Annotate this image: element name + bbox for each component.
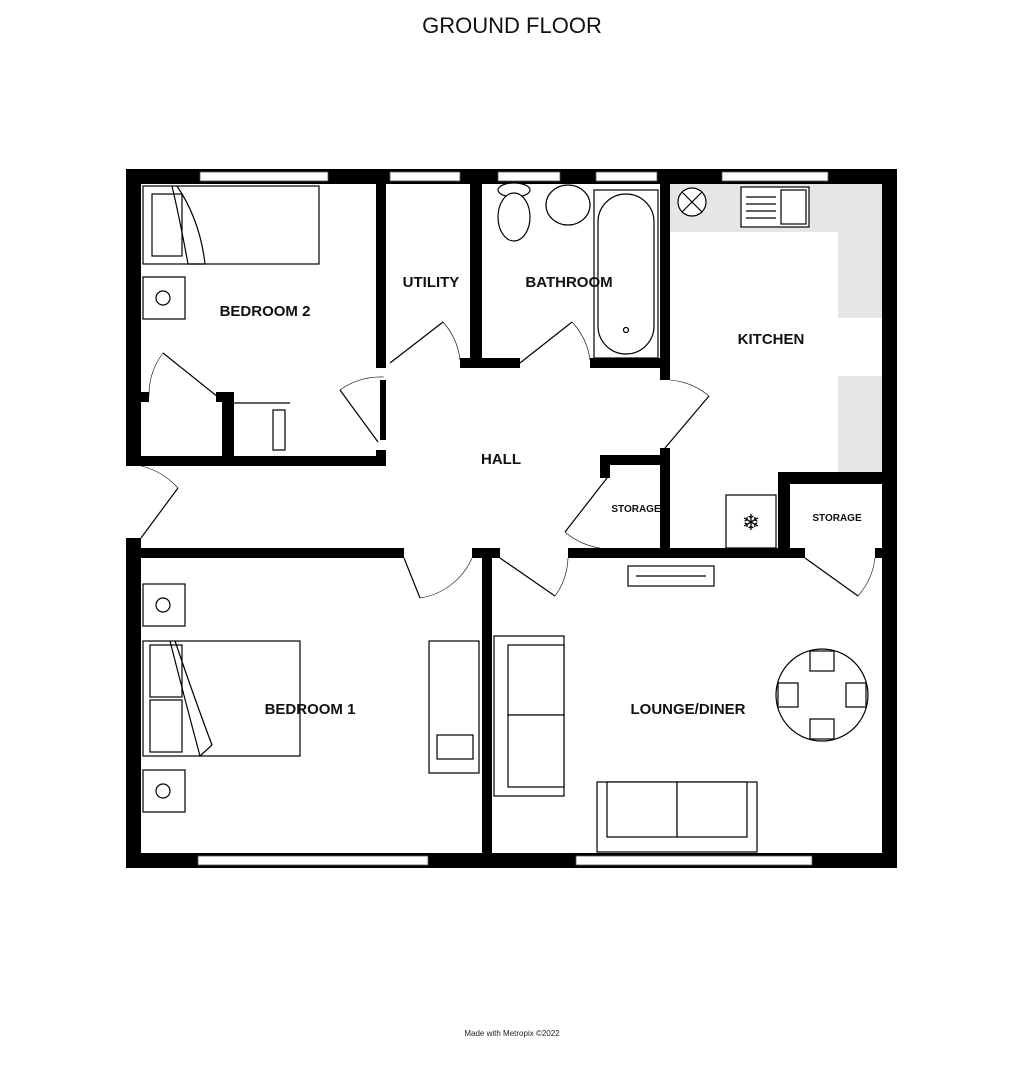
bedside-table — [142, 276, 186, 813]
sofa-bottom — [596, 781, 758, 853]
room-label-kitchen: KITCHEN — [738, 331, 805, 348]
room-label-bathroom: BATHROOM — [525, 274, 612, 291]
tv-unit — [627, 565, 715, 587]
wardrobe — [234, 402, 290, 451]
sofa-side — [493, 635, 565, 797]
interior-walls — [126, 184, 897, 853]
dining-table — [775, 648, 869, 742]
room-label-bedroom1: BEDROOM 1 — [265, 701, 356, 718]
room-label-hall: HALL — [481, 451, 521, 468]
kitchen-fixtures: ❄ — [677, 186, 810, 549]
bathroom-fixtures — [497, 182, 659, 359]
doors — [140, 321, 876, 599]
room-label-utility: UTILITY — [403, 274, 460, 291]
windows — [197, 171, 829, 866]
credit-text: Made with Metropix ©2022 — [464, 1029, 560, 1038]
room-label-bedroom2: BEDROOM 2 — [220, 303, 311, 320]
room-label-lounge: LOUNGE/DINER — [630, 701, 745, 718]
room-label-storage-kitchen: STORAGE — [812, 513, 862, 524]
room-label-storage-hall: STORAGE — [611, 504, 661, 515]
bed-bedroom1 — [142, 640, 301, 758]
desk — [428, 640, 480, 774]
snowflake-icon: ❄ — [742, 510, 760, 535]
bed-bedroom2 — [142, 185, 320, 265]
floor-title: GROUND FLOOR — [422, 13, 602, 38]
